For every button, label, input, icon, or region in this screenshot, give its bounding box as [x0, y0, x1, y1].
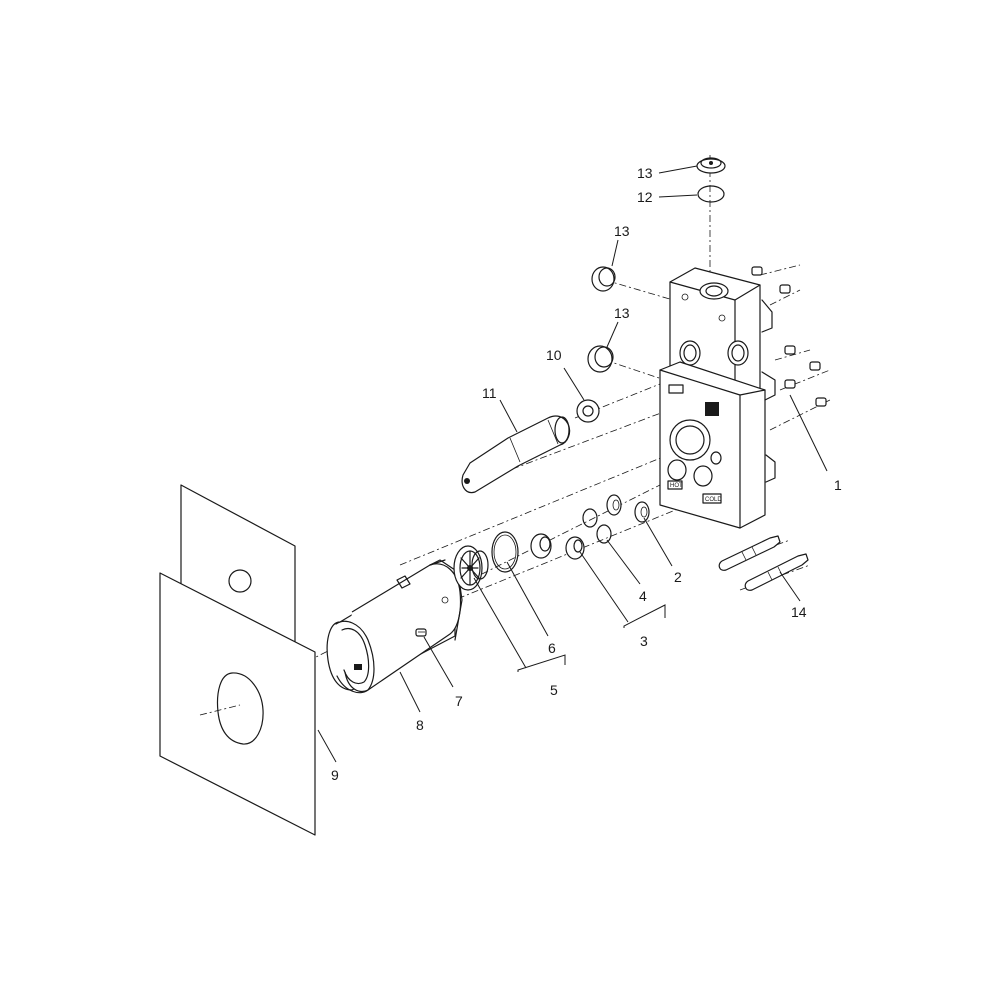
callout-3: 3 — [640, 633, 648, 649]
callout-11: 11 — [482, 385, 497, 401]
part-6-oring — [491, 531, 519, 573]
part-13-caps — [587, 157, 726, 373]
part-10-plug — [576, 399, 600, 423]
callout-7: 7 — [455, 693, 463, 709]
part-9-wall-plates — [159, 484, 316, 836]
hot-marking: HOT — [670, 483, 683, 489]
part-5-cartridge — [453, 545, 489, 591]
plate-cutout — [216, 672, 264, 745]
plate-hole — [228, 569, 252, 593]
callout-9: 9 — [331, 767, 339, 783]
cold-marking: COLD — [705, 497, 722, 503]
part-4-seals — [582, 508, 612, 544]
callout-5: 5 — [550, 682, 558, 698]
part-1-mounting-screws — [751, 266, 827, 407]
callout-2: 2 — [674, 569, 682, 585]
leader-lines — [317, 165, 828, 763]
callout-13-upper: 13 — [614, 223, 630, 239]
callout-13-top: 13 — [637, 165, 653, 181]
callout-1: 1 — [834, 477, 842, 493]
part-8-housing — [326, 559, 463, 694]
callout-8: 8 — [416, 717, 424, 733]
part-14-wall-anchors — [718, 535, 809, 591]
part-2-check-valves — [606, 494, 650, 523]
part-7-screw — [415, 628, 427, 637]
lower-wall-plate — [159, 572, 316, 836]
callout-12: 12 — [637, 189, 653, 205]
callout-4: 4 — [639, 588, 647, 604]
callout-numbers: 1 2 3 4 5 6 7 8 9 10 11 12 13 13 13 14 — [331, 165, 842, 783]
part-11-extension — [461, 415, 571, 494]
callout-14: 14 — [791, 604, 807, 620]
callout-6: 6 — [548, 640, 556, 656]
part-1-valve-body: HOT COLD — [659, 267, 776, 529]
part-3-diverter-assembly — [530, 533, 585, 560]
part-12-oring — [697, 185, 725, 203]
callout-10: 10 — [546, 347, 562, 363]
callout-13-lower: 13 — [614, 305, 630, 321]
